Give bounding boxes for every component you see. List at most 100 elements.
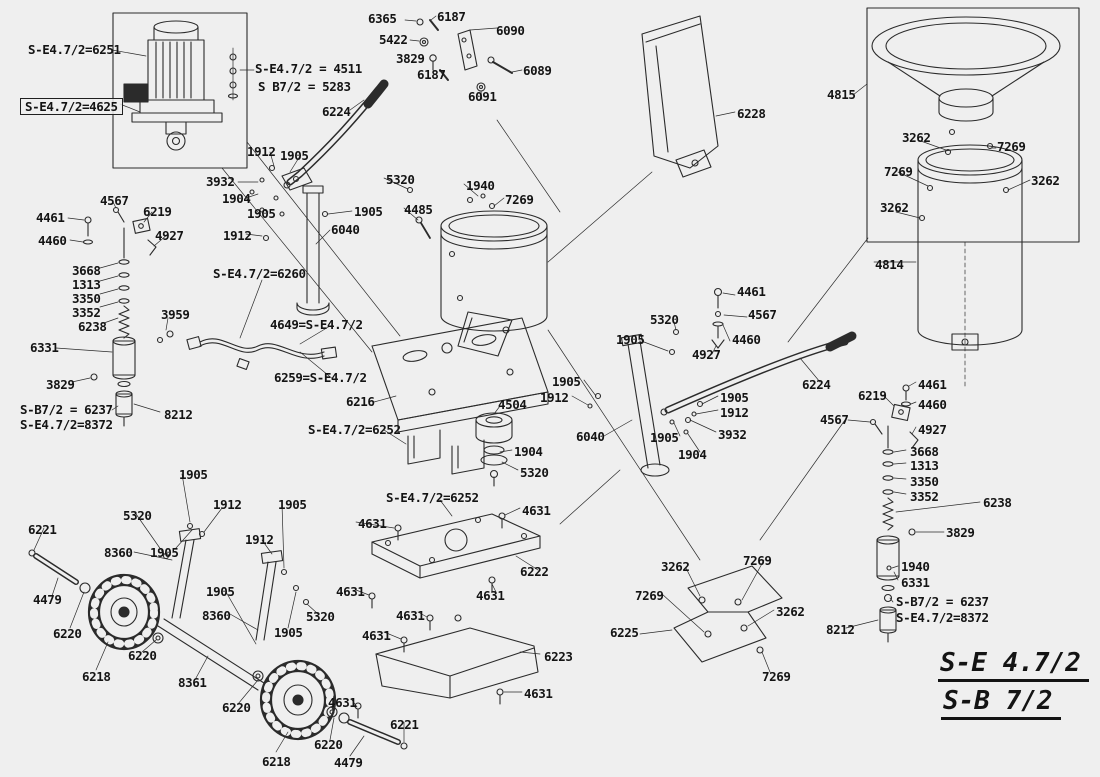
hopper [641, 15, 719, 178]
part-label: 6221 [28, 522, 57, 537]
model-title: S-B 7/2 [941, 687, 1061, 721]
part-label: 6218 [262, 754, 291, 769]
part-label: 1904 [222, 191, 251, 206]
part-label: 6220 [128, 648, 157, 663]
part-label: 4927 [918, 422, 947, 437]
part-label: 6221 [390, 717, 419, 732]
part-label: 8360 [104, 545, 133, 560]
support-leg-left [296, 185, 330, 316]
part-label: 4631 [522, 503, 551, 518]
part-label: 7269 [762, 669, 791, 684]
part-label: 1313 [910, 458, 939, 473]
wheel-assembly [28, 522, 408, 750]
part-label: 3352 [72, 305, 101, 320]
part-label: 6220 [314, 737, 343, 752]
part-label: 1905 [247, 206, 276, 221]
part-label: 4631 [476, 588, 505, 603]
part-label: 5320 [306, 609, 335, 624]
part-label: 7269 [997, 139, 1026, 154]
part-label: 6091 [468, 89, 497, 104]
part-label: 3350 [910, 474, 939, 489]
part-label: 8212 [164, 407, 193, 422]
motor-assembly [112, 12, 248, 169]
part-label: 6187 [437, 9, 466, 24]
part-label: 6259=S-E4.7/2 [274, 370, 367, 385]
part-label: S-B7/2 = 6237 [20, 402, 113, 417]
part-label: 6040 [576, 429, 605, 444]
part-label: 6224 [322, 104, 351, 119]
part-label: 3959 [161, 307, 190, 322]
part-label: 1313 [72, 277, 101, 292]
part-label: 6089 [523, 63, 552, 78]
part-label: 3352 [910, 489, 939, 504]
part-label: 3262 [1031, 173, 1060, 188]
part-label: 4815 [827, 87, 856, 102]
part-label: 8360 [202, 608, 231, 623]
part-label: 7269 [884, 164, 913, 179]
support-leg-right [620, 333, 670, 477]
part-label: 3932 [718, 427, 747, 442]
part-label: 7269 [743, 553, 772, 568]
part-label: 1940 [901, 559, 930, 574]
part-label: 4649=S-E4.7/2 [270, 317, 363, 332]
part-label: 3668 [72, 263, 101, 278]
part-label: 1905 [206, 584, 235, 599]
handle-bracket-cluster [249, 164, 414, 242]
part-label: 1905 [280, 148, 309, 163]
part-label: 6238 [78, 319, 107, 334]
part-label: 1905 [650, 430, 679, 445]
storage-drum [917, 142, 1023, 351]
part-label: 1905 [616, 332, 645, 347]
part-label: 6090 [496, 23, 525, 38]
part-label: 6218 [82, 669, 111, 684]
hardware-column-right [869, 384, 919, 643]
part-label: 4631 [358, 516, 387, 531]
part-label: 1904 [678, 447, 707, 462]
part-label: 4460 [918, 397, 947, 412]
part-label: S-E4.7/2=8372 [896, 610, 989, 625]
part-label: 4461 [737, 284, 766, 299]
part-label: 1905 [274, 625, 303, 640]
part-label: 6187 [417, 67, 446, 82]
part-label: 4460 [732, 332, 761, 347]
part-label: S-E4.7/2=6260 [213, 266, 306, 281]
part-label: 1940 [466, 178, 495, 193]
part-label: 6040 [331, 222, 360, 237]
leader-lines [33, 15, 1031, 757]
part-label: 3262 [661, 559, 690, 574]
deflector-bracket [673, 565, 783, 663]
part-label: 4485 [404, 202, 433, 217]
construction-lines [221, 119, 966, 561]
part-label: 1905 [720, 390, 749, 405]
part-label: 1912 [213, 497, 242, 512]
tray-plate [375, 627, 539, 699]
boxed-part-label: S-E4.7/2=4625 [20, 98, 123, 116]
part-label: 4631 [336, 584, 365, 599]
part-label: 3932 [206, 174, 235, 189]
part-label: 1905 [179, 467, 208, 482]
part-label: 6219 [858, 388, 887, 403]
part-label: 5320 [123, 508, 152, 523]
part-label: 1905 [278, 497, 307, 512]
part-label: 1912 [223, 228, 252, 243]
part-label: S-E4.7/2=6251 [28, 42, 121, 57]
part-label: 6225 [610, 625, 639, 640]
part-label: 4504 [498, 397, 527, 412]
part-label: 4927 [692, 347, 721, 362]
model-title: S-E 4.7/2 [938, 649, 1089, 683]
part-label: 4631 [396, 608, 425, 623]
part-label: 4461 [918, 377, 947, 392]
part-label: 3262 [776, 604, 805, 619]
carriage-bolts [354, 512, 506, 719]
part-label: 4814 [875, 257, 904, 272]
part-label: 1912 [540, 390, 569, 405]
part-label: 4927 [155, 228, 184, 243]
part-label: 5320 [386, 172, 415, 187]
part-label: 3668 [910, 444, 939, 459]
part-label: 5320 [650, 312, 679, 327]
part-label: 3829 [46, 377, 75, 392]
part-label: 8361 [178, 675, 207, 690]
